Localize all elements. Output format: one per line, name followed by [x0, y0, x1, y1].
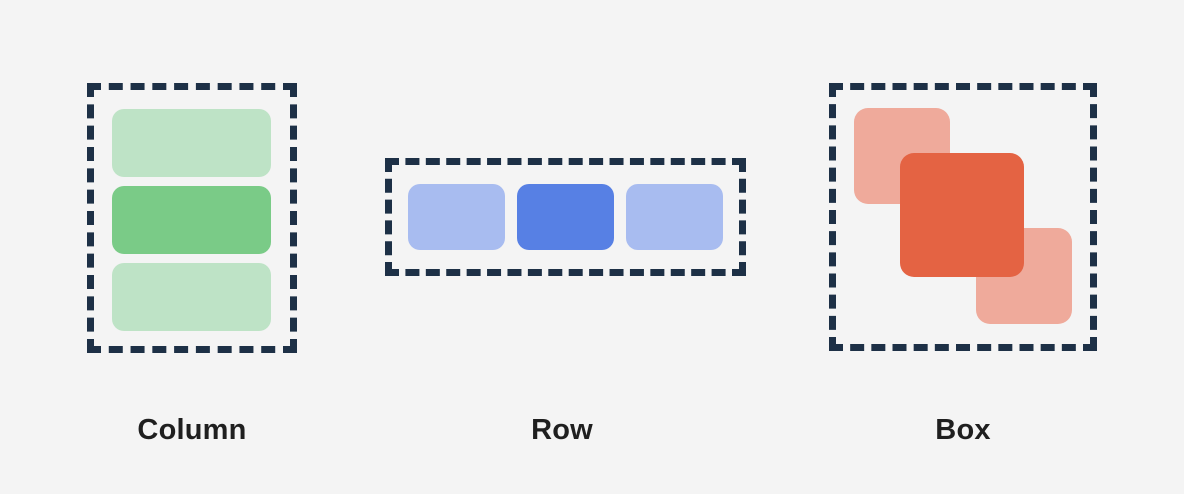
row-caption-label: Row	[531, 414, 593, 446]
column-child-block-1	[112, 109, 271, 177]
box-layout-illustration	[829, 83, 1097, 351]
row-child-block-1	[408, 184, 505, 250]
row-child-block-3	[626, 184, 723, 250]
column-child-block-2	[112, 186, 271, 254]
box-caption-label: Box	[935, 414, 991, 446]
column-caption-label: Column	[137, 414, 247, 446]
row-container-frame	[385, 158, 746, 276]
box-child-block-front	[900, 153, 1024, 277]
box-container-frame	[829, 83, 1097, 351]
row-child-block-2	[517, 184, 614, 250]
column-layout-illustration	[87, 83, 297, 353]
row-layout-illustration	[385, 158, 746, 276]
column-container-frame	[87, 83, 297, 353]
column-child-block-3	[112, 263, 271, 331]
